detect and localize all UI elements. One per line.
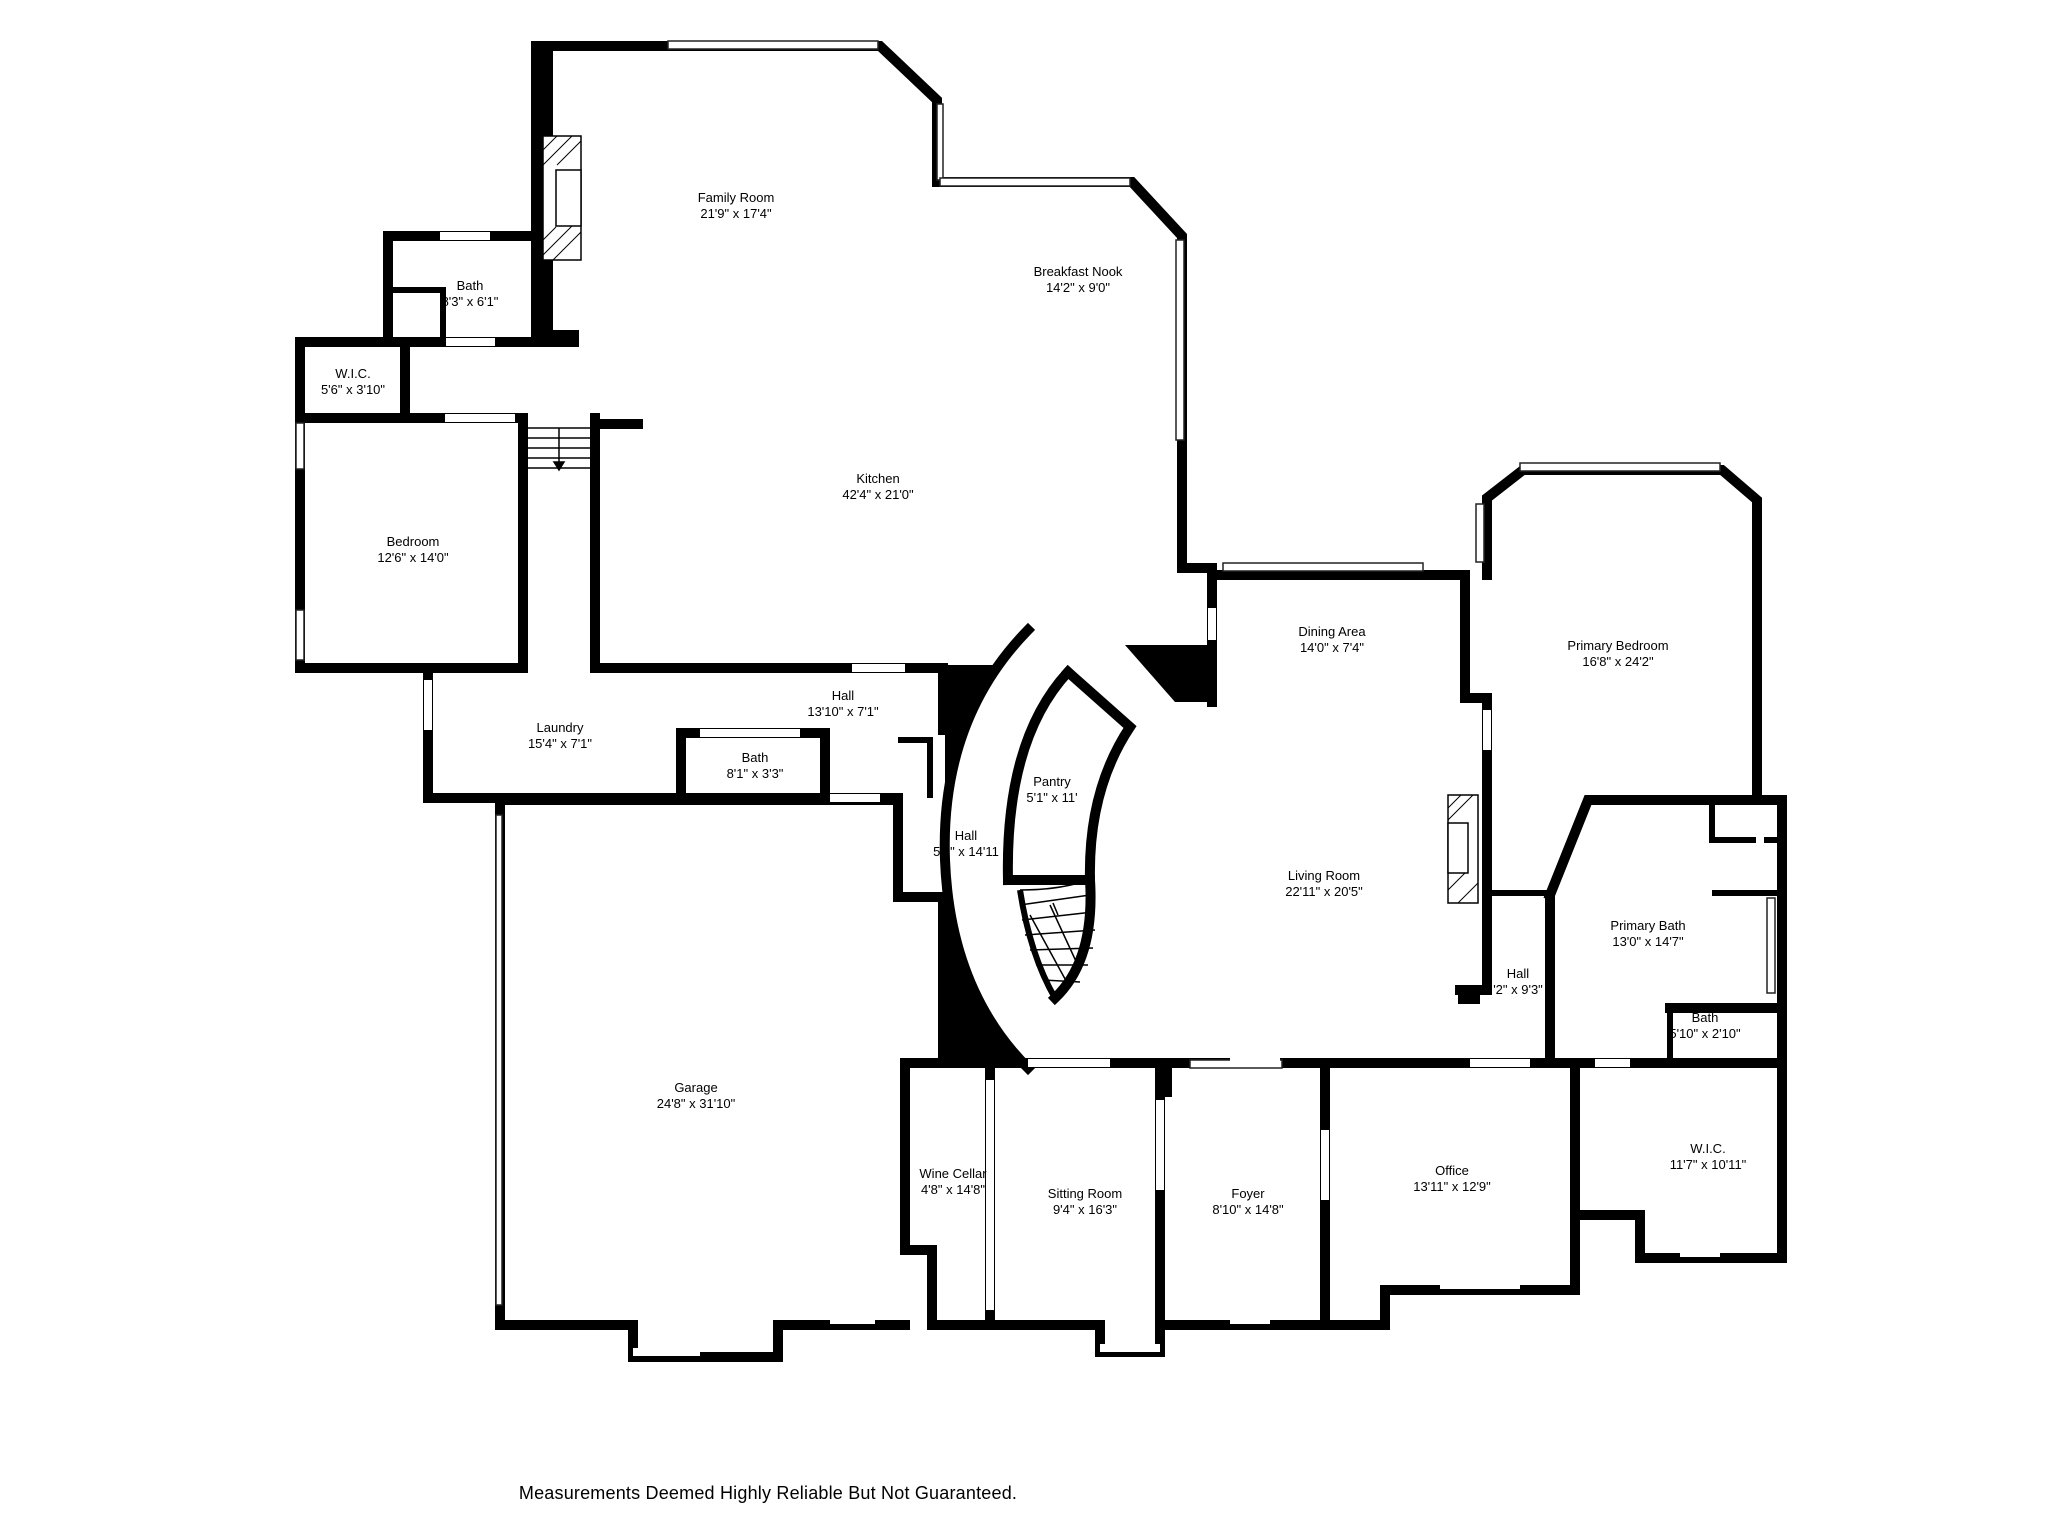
room-dimensions: 5'6" x 3'10" bbox=[321, 382, 385, 397]
room-dimensions: 13'0" x 14'7" bbox=[1612, 934, 1684, 949]
room-name: W.I.C. bbox=[335, 366, 370, 381]
room-label: W.I.C.5'6" x 3'10" bbox=[321, 366, 385, 397]
room-dimensions: 16'8" x 24'2" bbox=[1582, 654, 1654, 669]
room-name: Bath bbox=[457, 278, 484, 293]
room-name: Wine Cellar bbox=[919, 1166, 987, 1181]
room-dimensions: 15'4" x 7'1" bbox=[528, 736, 592, 751]
room-dimensions: 13'11" x 12'9" bbox=[1413, 1179, 1491, 1194]
room-dimensions: 8'3" x 6'1" bbox=[442, 294, 499, 309]
room-dimensions: 22'11" x 20'5" bbox=[1285, 884, 1363, 899]
room-name: Kitchen bbox=[856, 471, 899, 486]
room-dimensions: 12'6" x 14'0" bbox=[377, 550, 449, 565]
room-dimensions: 8'1" x 3'3" bbox=[727, 766, 784, 781]
room-name: Office bbox=[1435, 1163, 1469, 1178]
room-dimensions: 14'2" x 9'0" bbox=[1046, 280, 1110, 295]
room-dimensions: 9'4" x 16'3" bbox=[1053, 1202, 1117, 1217]
room-name: Foyer bbox=[1231, 1186, 1265, 1201]
room-dimensions: 8'10" x 14'8" bbox=[1212, 1202, 1284, 1217]
room-dimensions: 5'10" x 2'10" bbox=[1669, 1026, 1741, 1041]
room-name: Bath bbox=[742, 750, 769, 765]
room-name: Family Room bbox=[698, 190, 775, 205]
room-name: Dining Area bbox=[1298, 624, 1366, 639]
room-name: Hall bbox=[1507, 966, 1530, 981]
room-dimensions: 13'10" x 7'1" bbox=[807, 704, 879, 719]
room-dimensions: 5'1" x 11' bbox=[1026, 790, 1077, 805]
room-name: Garage bbox=[674, 1080, 717, 1095]
room-name: Primary Bedroom bbox=[1567, 638, 1668, 653]
room-label: Hall'2" x 9'3" bbox=[1493, 966, 1543, 997]
room-dimensions: 5'9" x 14'11 bbox=[933, 844, 999, 859]
stairs-icon bbox=[527, 427, 591, 472]
room-name: Hall bbox=[955, 828, 978, 843]
room-name: Primary Bath bbox=[1610, 918, 1685, 933]
room-name: W.I.C. bbox=[1690, 1141, 1725, 1156]
room-name: Bedroom bbox=[387, 534, 440, 549]
room-dimensions: 4'8" x 14'8" bbox=[921, 1182, 985, 1197]
fireplace-icon bbox=[1447, 794, 1479, 904]
room-dimensions: 24'8" x 31'10" bbox=[657, 1096, 736, 1111]
windows bbox=[295, 40, 1776, 1306]
door-openings bbox=[424, 232, 1764, 1356]
room-name: Laundry bbox=[537, 720, 584, 735]
room-dimensions: 42'4" x 21'0" bbox=[842, 487, 914, 502]
disclaimer-text: Measurements Deemed Highly Reliable But … bbox=[518, 1483, 1018, 1503]
walls bbox=[295, 41, 1787, 1362]
room-name: Living Room bbox=[1288, 868, 1360, 883]
room-name: Bath bbox=[1692, 1010, 1719, 1025]
room-name: Hall bbox=[832, 688, 855, 703]
room-label: W.I.C.11'7" x 10'11" bbox=[1670, 1141, 1747, 1172]
fireplace-icon bbox=[542, 135, 582, 261]
room-name: Sitting Room bbox=[1048, 1186, 1122, 1201]
room-name: Breakfast Nook bbox=[1034, 264, 1123, 279]
room-dimensions: 21'9" x 17'4" bbox=[700, 206, 772, 221]
room-dimensions: '2" x 9'3" bbox=[1493, 982, 1543, 997]
room-name: Pantry bbox=[1033, 774, 1071, 789]
room-dimensions: 14'0" x 7'4" bbox=[1300, 640, 1364, 655]
room-dimensions: 11'7" x 10'11" bbox=[1670, 1157, 1747, 1172]
